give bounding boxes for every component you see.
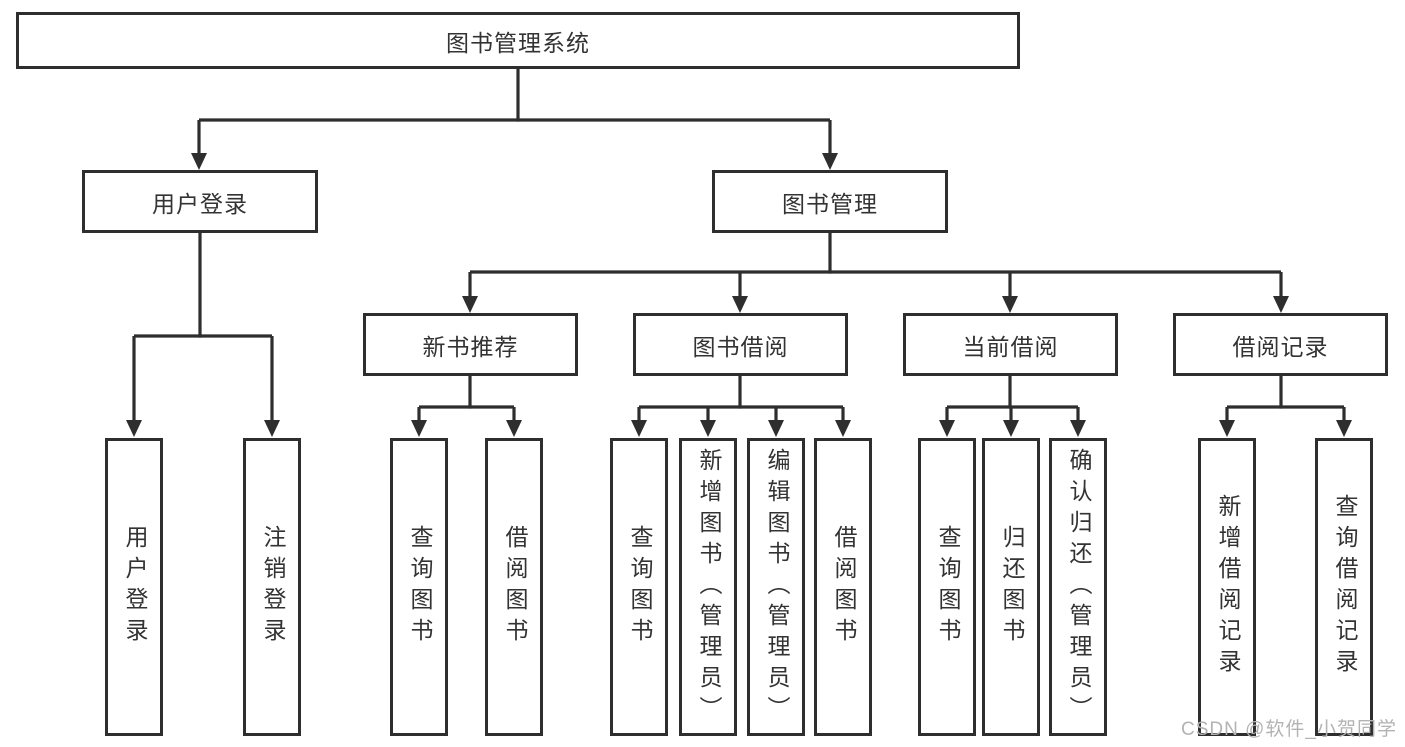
leaf-user-login: 用户登录 bbox=[105, 438, 163, 736]
leaf-newbooks-query: 查询图书 bbox=[390, 438, 448, 736]
leaf-borrow-edit-label: 编辑图书（管理员） bbox=[764, 447, 790, 727]
node-user-login: 用户登录 bbox=[82, 170, 318, 233]
leaf-current-return-label: 归还图书 bbox=[999, 525, 1025, 649]
node-book-mgmt: 图书管理 bbox=[712, 170, 948, 233]
edges-current-borrow bbox=[939, 376, 1086, 437]
leaf-borrow-add-label: 新增图书（管理员） bbox=[696, 447, 722, 727]
leaf-newbooks-borrow-label: 借阅图书 bbox=[502, 525, 528, 649]
leaf-borrow-query-label: 查询图书 bbox=[627, 525, 653, 649]
leaf-borrow-add: 新增图书（管理员） bbox=[679, 438, 737, 736]
node-current-borrow: 当前借阅 bbox=[903, 313, 1118, 376]
edges-borrow-records bbox=[1219, 376, 1352, 437]
leaf-newbooks-borrow: 借阅图书 bbox=[485, 438, 543, 736]
leaf-current-confirm-label: 确认归还（管理员） bbox=[1066, 447, 1092, 727]
node-book-borrow: 图书借阅 bbox=[633, 313, 848, 376]
node-root: 图书管理系统 bbox=[16, 12, 1020, 69]
edges-new-books bbox=[411, 376, 522, 437]
node-current-borrow-label: 当前借阅 bbox=[962, 333, 1059, 360]
leaf-records-add: 新增借阅记录 bbox=[1198, 438, 1256, 736]
node-user-login-label: 用户登录 bbox=[152, 190, 248, 217]
edges-book-mgmt bbox=[462, 233, 1289, 313]
leaf-borrow-borrow: 借阅图书 bbox=[814, 438, 872, 736]
node-book-mgmt-label: 图书管理 bbox=[782, 190, 878, 217]
node-borrow-records: 借阅记录 bbox=[1173, 313, 1388, 376]
node-new-books: 新书推荐 bbox=[363, 313, 578, 376]
leaf-current-query-label: 查询图书 bbox=[935, 525, 961, 649]
leaf-logout-label: 注销登录 bbox=[260, 525, 286, 649]
node-new-books-label: 新书推荐 bbox=[422, 333, 519, 360]
edges-user-login bbox=[126, 233, 280, 437]
leaf-records-query-label: 查询借阅记录 bbox=[1332, 494, 1358, 680]
leaf-logout: 注销登录 bbox=[243, 438, 301, 736]
leaf-records-add-label: 新增借阅记录 bbox=[1215, 494, 1241, 680]
leaf-borrow-edit: 编辑图书（管理员） bbox=[747, 438, 805, 736]
node-borrow-records-label: 借阅记录 bbox=[1232, 333, 1329, 360]
leaf-borrow-query: 查询图书 bbox=[610, 438, 668, 736]
edges-root bbox=[191, 69, 838, 170]
leaf-borrow-borrow-label: 借阅图书 bbox=[831, 525, 857, 649]
node-root-label: 图书管理系统 bbox=[446, 29, 590, 56]
edges-book-borrow bbox=[631, 376, 851, 437]
csdn-watermark: CSDN @软件_小贺同学 bbox=[1181, 719, 1397, 740]
node-book-borrow-label: 图书借阅 bbox=[692, 333, 789, 360]
leaf-current-return: 归还图书 bbox=[982, 438, 1040, 736]
leaf-user-login-label: 用户登录 bbox=[122, 525, 148, 649]
leaf-newbooks-query-label: 查询图书 bbox=[407, 525, 433, 649]
leaf-current-query: 查询图书 bbox=[918, 438, 976, 736]
leaf-current-confirm: 确认归还（管理员） bbox=[1049, 438, 1107, 736]
leaf-records-query: 查询借阅记录 bbox=[1315, 438, 1373, 736]
